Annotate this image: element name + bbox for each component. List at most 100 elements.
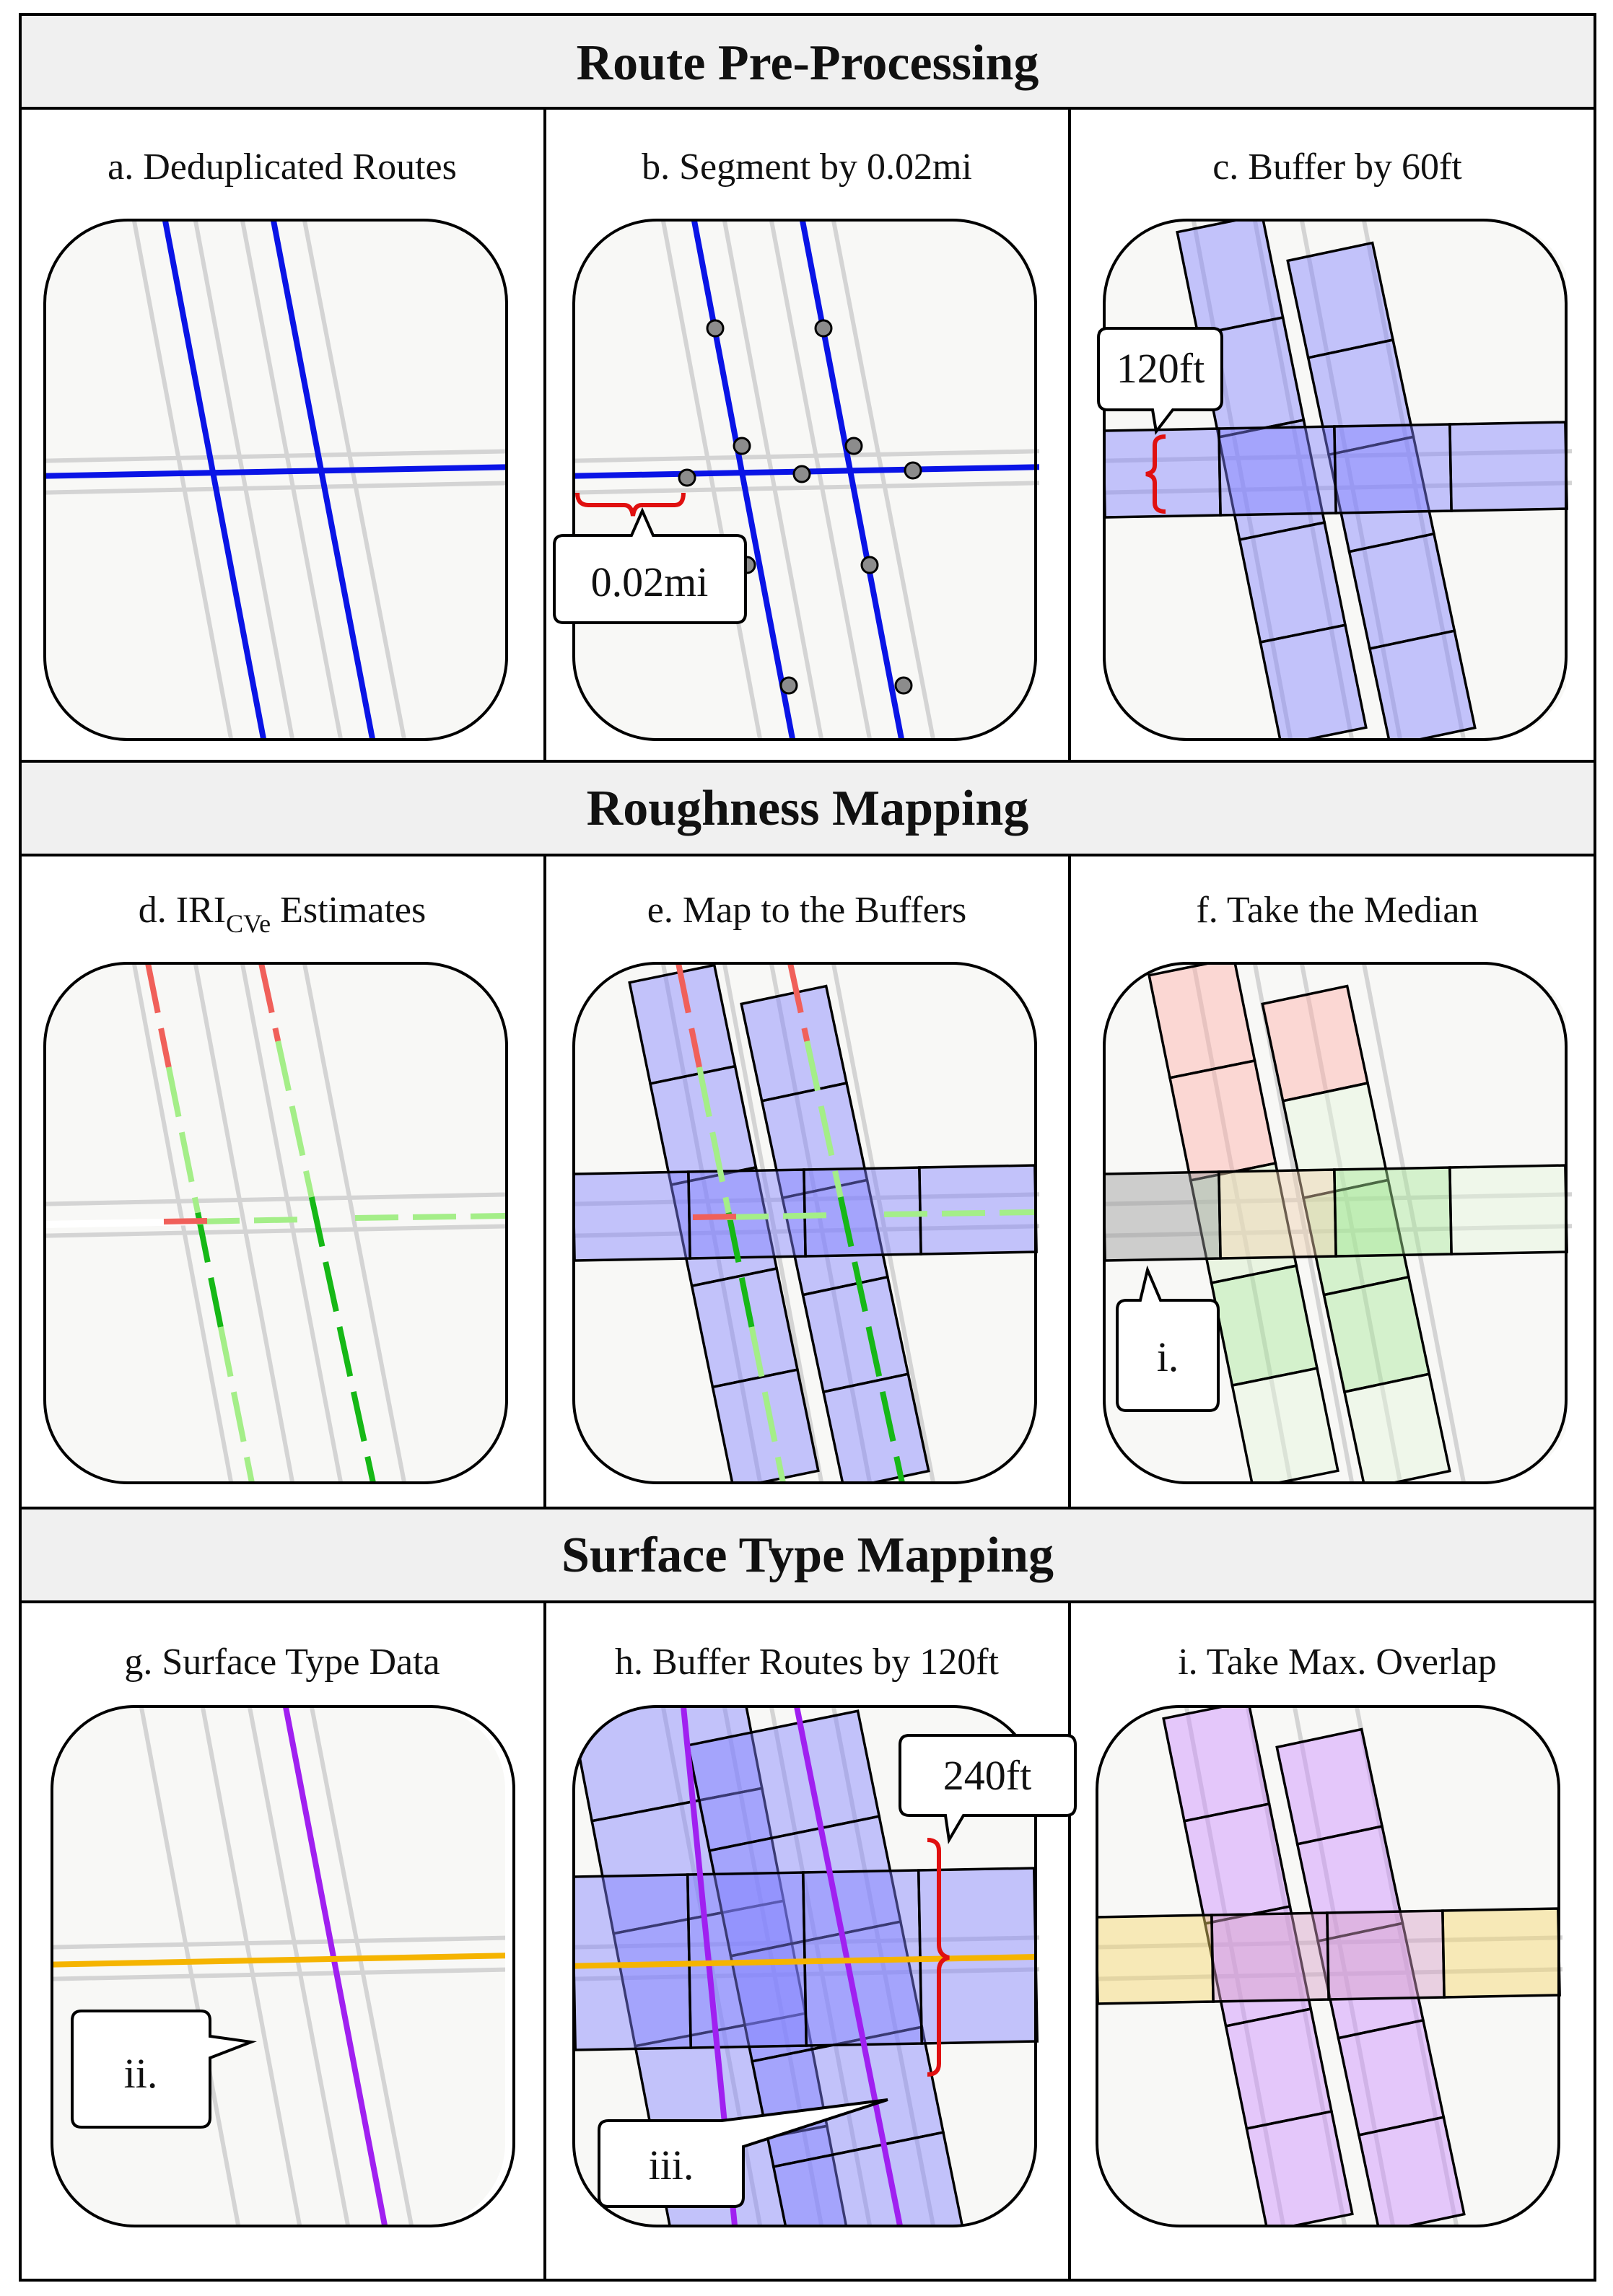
callout-240ft: 240ft [899, 1734, 1077, 1844]
segment-node [894, 676, 913, 695]
map-layer [52, 1706, 505, 2226]
section-title-route-pre-processing: Route Pre-Processing [577, 35, 1039, 91]
street-edge [191, 963, 297, 1483]
street-edge [45, 481, 505, 495]
route-line [797, 220, 907, 740]
panel-title-f: f. Take the Median [1196, 890, 1478, 931]
iri-segment [195, 1211, 224, 1328]
street-edge [574, 449, 1039, 463]
street-edge [1189, 963, 1295, 1483]
street-edge [1359, 220, 1469, 740]
overlap-tile [1441, 1907, 1561, 1999]
panel-b-map [572, 219, 1039, 741]
iri-segment [883, 1209, 1036, 1217]
callout-i: i. [1116, 1265, 1220, 1412]
callout-label-iii: iii. [649, 2142, 694, 2188]
overlap-tile [1245, 2110, 1354, 2226]
iri-segment [748, 1326, 786, 1483]
panel-g-map-content [52, 1706, 505, 2226]
iri-segment [676, 963, 702, 1068]
panel-d-map-content [45, 963, 505, 1483]
map-layer [1104, 963, 1572, 1483]
street-edge [1290, 1706, 1398, 2226]
street-edge [829, 220, 938, 740]
buffer-tile [1368, 629, 1477, 740]
street-edge [1189, 220, 1295, 740]
iri-segment [804, 1040, 844, 1198]
median-tile [1104, 1170, 1222, 1262]
median-tile [1342, 1372, 1451, 1483]
street-edge [129, 220, 236, 740]
panel-d-map [43, 962, 508, 1484]
callout-label-i: i. [1157, 1333, 1179, 1380]
panel-title-g: g. Surface Type Data [124, 1642, 440, 1683]
callout-label-120ft: 120ft [1116, 345, 1205, 392]
segment-node [706, 319, 725, 338]
route-line [159, 220, 269, 740]
map-frame [1103, 219, 1568, 741]
distance-brace [575, 492, 686, 517]
map-layer [1097, 1706, 1562, 2226]
iri-segment [163, 1218, 208, 1224]
surface-line [52, 1953, 505, 1968]
median-tile [1218, 1168, 1337, 1260]
panel-title-h: h. Buffer Routes by 120ft [615, 1642, 1000, 1683]
street-edge [574, 481, 1039, 495]
buffer-tile [1286, 241, 1395, 359]
callout-iii: iii. [598, 2098, 888, 2208]
segment-node [678, 468, 696, 487]
map-frame [43, 219, 508, 741]
street-edge [829, 963, 938, 1483]
route-line [268, 220, 378, 740]
panel-i-map [1096, 1705, 1562, 2227]
callout-label-ii: ii. [124, 2050, 158, 2097]
overlap-tile [1097, 1914, 1215, 2005]
street-edge [45, 1192, 505, 1206]
street-edge [658, 220, 765, 740]
iri-segment [217, 1326, 255, 1483]
iri-segment [258, 963, 281, 1042]
street-edge [720, 220, 826, 740]
buffer-tile [711, 1368, 820, 1483]
panel-a-map-content [45, 220, 505, 740]
map-frame [1096, 1705, 1560, 2227]
surface-line [280, 1706, 390, 2226]
iri-segment [837, 1196, 905, 1483]
map-frame [1103, 962, 1568, 1484]
segment-node [844, 437, 863, 455]
street-edge [136, 1706, 243, 2226]
map-layer [574, 220, 1039, 740]
segment-node [792, 465, 811, 483]
overlap-tile [1337, 2018, 1446, 2137]
buffer-tile [1333, 423, 1453, 514]
street-edge [1181, 1706, 1288, 2226]
callout-label-0-02mi: 0.02mi [591, 558, 709, 605]
street-edge [658, 963, 765, 1483]
street-edge [1297, 963, 1405, 1483]
map-frame [43, 962, 508, 1484]
street-edge [1352, 1706, 1461, 2226]
buffer-tile [1104, 427, 1222, 519]
overlap-tile [1275, 1727, 1384, 1846]
segment-node [733, 437, 751, 455]
section-header-route-pre-processing [19, 13, 1596, 110]
panel-title-a: a. Deduplicated Routes [108, 146, 457, 188]
callout-120ft: 120ft [1097, 327, 1223, 435]
section-header-roughness-mapping [19, 760, 1596, 856]
buffer-tile [1218, 425, 1337, 517]
section-title-surface-type-mapping: Surface Type Mapping [561, 1528, 1054, 1583]
median-tile [1448, 1164, 1568, 1256]
panel-f-map-content [1104, 963, 1572, 1483]
street-edge [245, 1706, 353, 2226]
street-edge [720, 1706, 826, 2226]
street-edge [1359, 963, 1469, 1483]
map-layer [45, 963, 505, 1483]
panel-c-map [1103, 219, 1572, 741]
street-edge [829, 1706, 938, 2226]
street-edge [52, 1967, 505, 1981]
buffer-tile [801, 1275, 910, 1394]
overlap-tile [1210, 1911, 1330, 2003]
street-edge [198, 1706, 305, 2226]
street-edge [766, 963, 875, 1483]
panel-b-map-content [574, 220, 1039, 740]
